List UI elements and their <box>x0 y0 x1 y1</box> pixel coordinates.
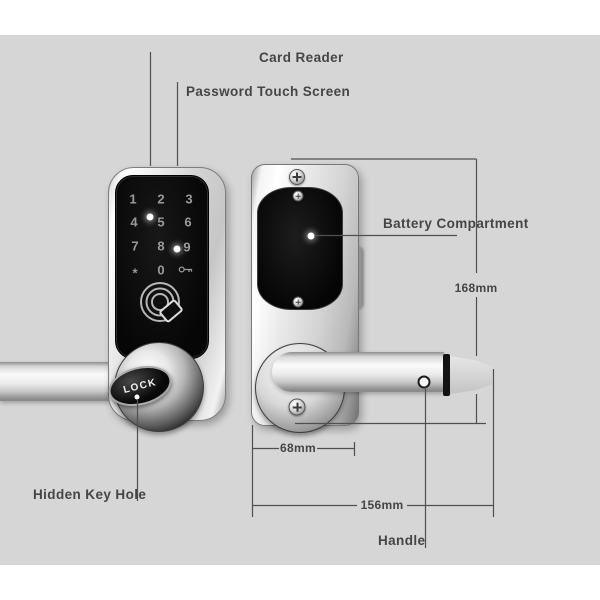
battery-compartment-cover <box>257 187 343 310</box>
indicator-dot <box>173 245 181 253</box>
handle-label: Handle <box>378 533 426 548</box>
password-touch-screen-label: Password Touch Screen <box>186 84 351 99</box>
handle-screw-hole <box>417 375 431 389</box>
hidden-key-hole-dot <box>134 394 140 400</box>
handle-trim-band <box>443 354 450 396</box>
keypad-key-3: 3 <box>185 191 193 207</box>
keypad-key-8: 8 <box>157 238 165 254</box>
battery-compartment-label: Battery Compartment <box>383 216 529 231</box>
keypad-key-0: 0 <box>157 262 165 278</box>
keypad-key-star: * <box>132 265 138 281</box>
phillips-screw-icon <box>292 190 304 202</box>
battery-cover-dot <box>307 232 315 240</box>
phillips-screw-icon <box>289 169 305 185</box>
card-reader-label: Card Reader <box>259 50 344 65</box>
keypad-key-6: 6 <box>184 214 192 230</box>
phillips-screw-icon <box>292 296 304 308</box>
keypad-key-1: 1 <box>129 191 137 207</box>
keypad-key-7: 7 <box>131 238 139 254</box>
keypad-key-9: 9 <box>183 239 191 255</box>
back-handle-lever <box>272 352 444 392</box>
keypad-key-4: 4 <box>130 214 138 230</box>
password-touch-screen-panel <box>115 175 209 359</box>
width-dimension-value: 68mm <box>280 441 316 455</box>
keypad-key-5: 5 <box>157 214 165 230</box>
keypad-key-2: 2 <box>157 191 165 207</box>
length-dimension-value: 156mm <box>360 498 404 512</box>
hidden-key-hole-label: Hidden Key Hole <box>33 487 147 502</box>
height-dimension-value: 168mm <box>454 281 498 295</box>
key-icon <box>178 261 194 279</box>
phillips-screw-icon <box>288 398 306 416</box>
indicator-dot <box>146 213 154 221</box>
